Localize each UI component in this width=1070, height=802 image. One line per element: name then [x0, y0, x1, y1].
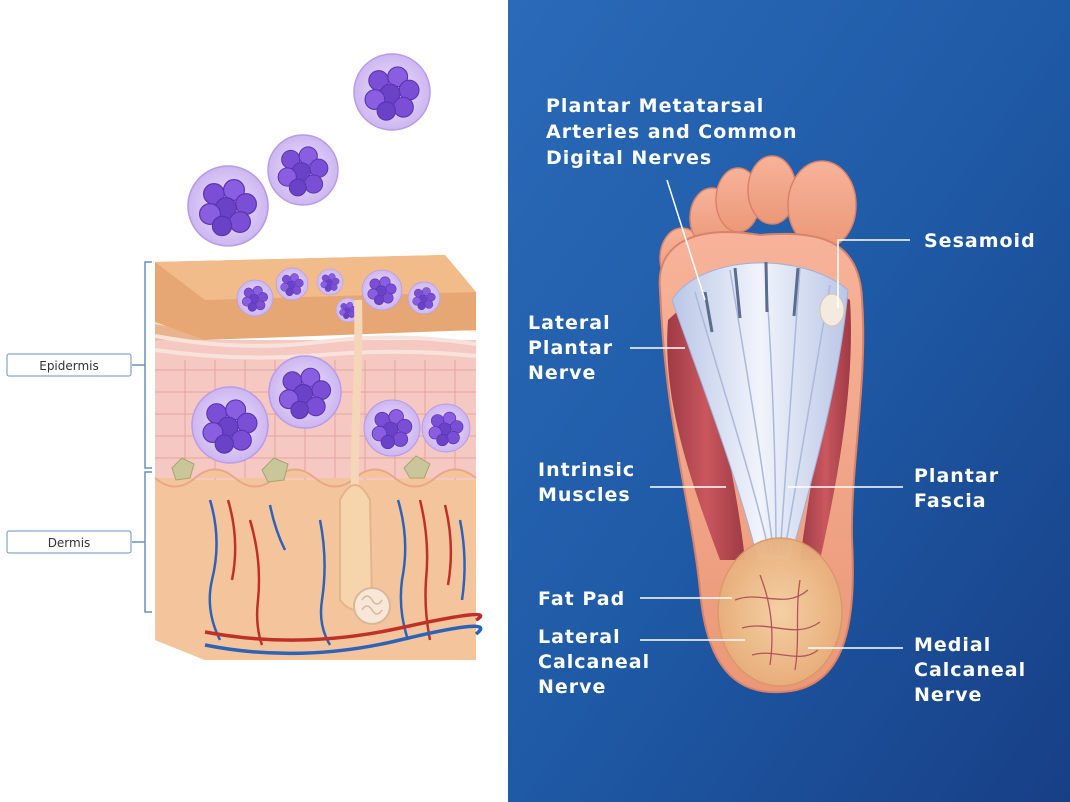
floating-cell-cluster [267, 134, 339, 206]
melanocytes [171, 455, 431, 483]
label-intrinsic-muscles: Intrinsic Muscles [538, 459, 643, 506]
surface-cell-cluster [361, 269, 403, 311]
dermis-layer [155, 478, 476, 660]
label-lateral-plantar-nerve: Lateral Plantar Nerve [528, 312, 621, 384]
epidermis-cell-cluster [363, 399, 421, 457]
foot-panel: Plantar Metatarsal Arteries and Common D… [508, 0, 1070, 802]
label-sesamoid: Sesamoid [924, 230, 1036, 252]
svg-text:Dermis: Dermis [48, 536, 91, 550]
layer-brackets [132, 261, 152, 613]
heel-fat-pad [717, 537, 843, 687]
epidermis-cell-cluster [268, 355, 342, 429]
basement-membrane [154, 468, 477, 488]
sweat-gland [353, 587, 391, 625]
floating-cell-cluster [187, 165, 269, 247]
floating-cell-cluster [353, 53, 431, 131]
blood-vessels [204, 499, 483, 656]
surface-cell-cluster [407, 281, 441, 315]
leader-lines [630, 179, 910, 649]
epidermis-cell-cluster [191, 386, 269, 464]
label-metatarsal: Plantar Metatarsal Arteries and Common D… [546, 95, 805, 169]
sesamoid [819, 293, 845, 327]
epidermis-cell-cluster [421, 403, 471, 453]
skin-panel: Epidermis Dermis [0, 0, 508, 802]
plantar-fascia [671, 262, 849, 561]
lateral-muscle [667, 300, 745, 560]
svg-text:Epidermis: Epidermis [39, 359, 99, 373]
label-plantar-fascia: Plantar Fascia [914, 465, 1007, 512]
dermis-label: Dermis [6, 530, 132, 554]
label-lateral-calcaneal-nerve: Lateral Calcaneal Nerve [538, 626, 658, 698]
surface-cell-cluster [236, 279, 274, 317]
label-medial-calcaneal-nerve: Medial Calcaneal Nerve [914, 634, 1034, 706]
digital-tendons [703, 261, 800, 333]
epidermis-label: Epidermis [6, 353, 132, 377]
surface-cell-cluster [275, 267, 309, 301]
surface-cell-cluster [316, 268, 344, 296]
label-fat-pad: Fat Pad [538, 588, 625, 610]
calcaneal-nerves [734, 574, 821, 671]
